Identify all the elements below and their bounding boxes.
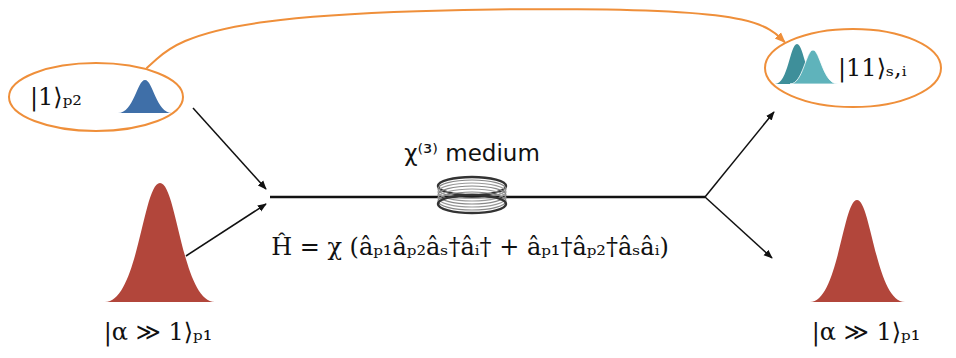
curved-arrow bbox=[146, 9, 784, 68]
fiber-coil bbox=[438, 177, 506, 213]
pump-pulse bbox=[105, 183, 215, 302]
state-label: |α ≫ 1⟩ₚ₁ bbox=[104, 318, 213, 347]
state-ket: |11⟩ₛ,ᵢ bbox=[838, 54, 907, 83]
hamiltonian-equation: Ĥ = χ (âₚ₁âₚ₂âₛ†âᵢ† + âₚ₁†âₚ₂†âₛâᵢ) bbox=[271, 233, 669, 262]
input-arrow bbox=[186, 204, 266, 256]
ellipse-border bbox=[9, 63, 183, 131]
output-arrow bbox=[705, 197, 772, 258]
state-ellipse: |1⟩ₚ₂ bbox=[8, 62, 184, 132]
ellipse-border bbox=[765, 29, 941, 107]
output-arrow bbox=[705, 112, 774, 197]
input-arrow bbox=[193, 108, 266, 189]
pump-pulse bbox=[810, 200, 905, 302]
medium-label: χ⁽³⁾ medium bbox=[404, 140, 540, 168]
state-label: |α ≫ 1⟩ₚ₁ bbox=[812, 318, 921, 347]
idler-pulse bbox=[790, 50, 838, 84]
single-photon-pulse bbox=[118, 80, 172, 113]
coil-ring bbox=[438, 195, 506, 213]
state-ellipse: |11⟩ₛ,ᵢ bbox=[764, 28, 942, 108]
state-ket: |1⟩ₚ₂ bbox=[30, 83, 82, 112]
